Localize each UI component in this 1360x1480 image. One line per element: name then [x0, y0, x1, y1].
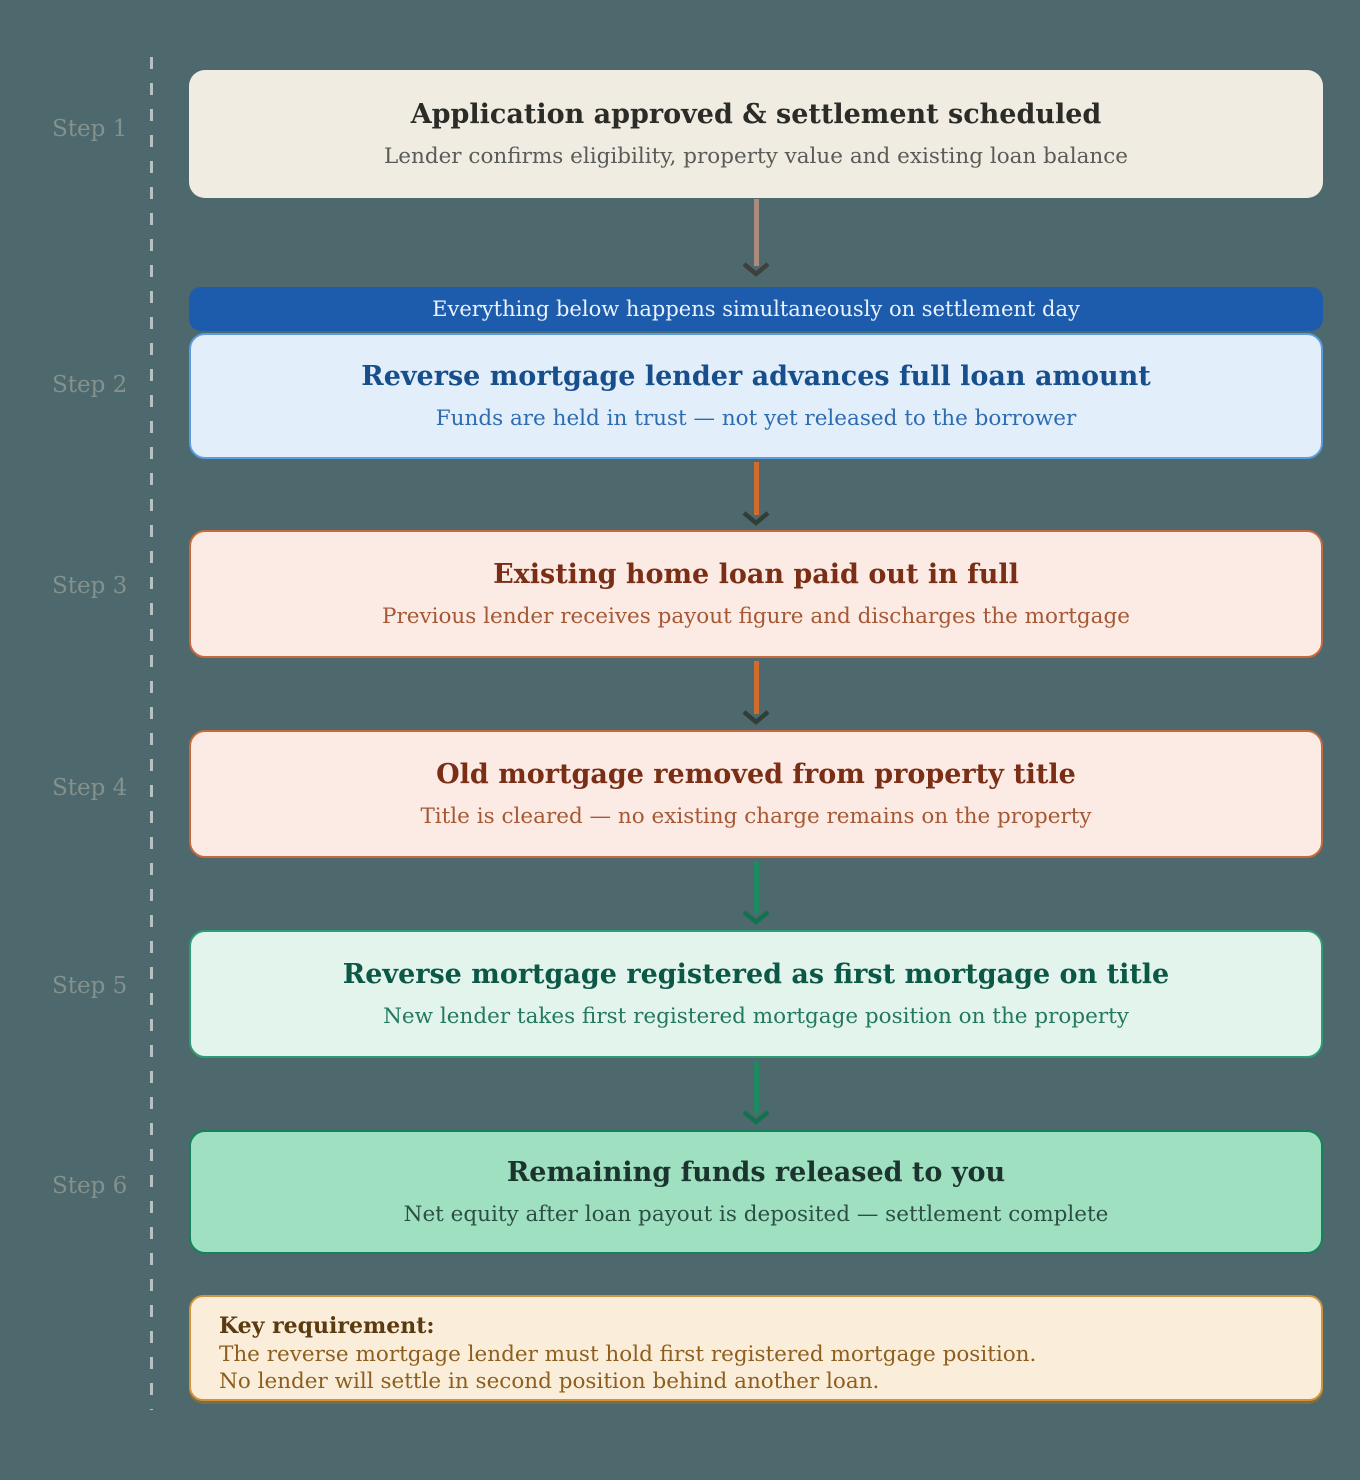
step-box-5: Reverse mortgage registered as first mor…: [189, 930, 1323, 1058]
step-label-3: Step 3: [52, 573, 128, 599]
arrow-head-icon: [742, 511, 770, 526]
step-4-subtitle: Title is cleared — no existing charge re…: [420, 803, 1092, 829]
step-5-title: Reverse mortgage registered as first mor…: [342, 958, 1170, 990]
step-1-subtitle: Lender confirms eligibility, property va…: [383, 143, 1129, 169]
arrow-head-icon: [742, 710, 770, 725]
banner-label: Everything below happens simultaneously …: [432, 297, 1080, 321]
step-3-subtitle: Previous lender receives payout figure a…: [382, 603, 1130, 629]
key-requirement-line-1: The reverse mortgage lender must hold fi…: [219, 1342, 1037, 1367]
key-requirement-box: Key requirement: The reverse mortgage le…: [189, 1295, 1323, 1401]
key-requirement-line-2: No lender will settle in second position…: [219, 1369, 880, 1394]
flow-arrow-2: [739, 462, 773, 526]
arrow-shaft: [753, 1061, 759, 1114]
arrow-shaft: [753, 861, 759, 914]
step-5-subtitle: New lender takes first registered mortga…: [383, 1003, 1129, 1029]
arrow-shaft: [753, 199, 759, 266]
step-box-1: Application approved & settlement schedu…: [189, 70, 1323, 198]
step-label-2: Step 2: [52, 372, 128, 398]
arrow-shaft: [753, 462, 759, 515]
step-6-subtitle: Net equity after loan payout is deposite…: [403, 1201, 1109, 1227]
step-6-title: Remaining funds released to you: [506, 1156, 1006, 1188]
step-box-3: Existing home loan paid out in full Prev…: [189, 530, 1323, 658]
arrow-shaft: [753, 661, 759, 714]
step-label-4: Step 4: [52, 775, 128, 801]
step-1-title: Application approved & settlement schedu…: [410, 98, 1102, 130]
step-box-2: Reverse mortgage lender advances full lo…: [189, 333, 1323, 459]
arrow-head-icon: [742, 1110, 770, 1125]
flow-arrow-5: [739, 1061, 773, 1125]
step-label-5: Step 5: [52, 973, 128, 999]
flow-arrow-1: [739, 199, 773, 277]
arrow-head-icon: [742, 262, 770, 277]
step-box-4: Old mortgage removed from property title…: [189, 730, 1323, 858]
timeline-dashed-line: [150, 57, 153, 1410]
key-requirement-heading: Key requirement:: [219, 1313, 435, 1339]
step-box-6: Remaining funds released to you Net equi…: [189, 1130, 1323, 1254]
flow-arrow-3: [739, 661, 773, 725]
step-label-6: Step 6: [52, 1173, 128, 1199]
step-4-title: Old mortgage removed from property title: [436, 758, 1076, 790]
flow-arrow-4: [739, 861, 773, 925]
step-2-subtitle: Funds are held in trust — not yet releas…: [435, 405, 1077, 431]
step-label-1: Step 1: [52, 116, 128, 142]
step-3-title: Existing home loan paid out in full: [493, 558, 1019, 590]
step-2-title: Reverse mortgage lender advances full lo…: [361, 360, 1151, 392]
arrow-head-icon: [742, 910, 770, 925]
settlement-day-banner: Everything below happens simultaneously …: [189, 287, 1323, 331]
